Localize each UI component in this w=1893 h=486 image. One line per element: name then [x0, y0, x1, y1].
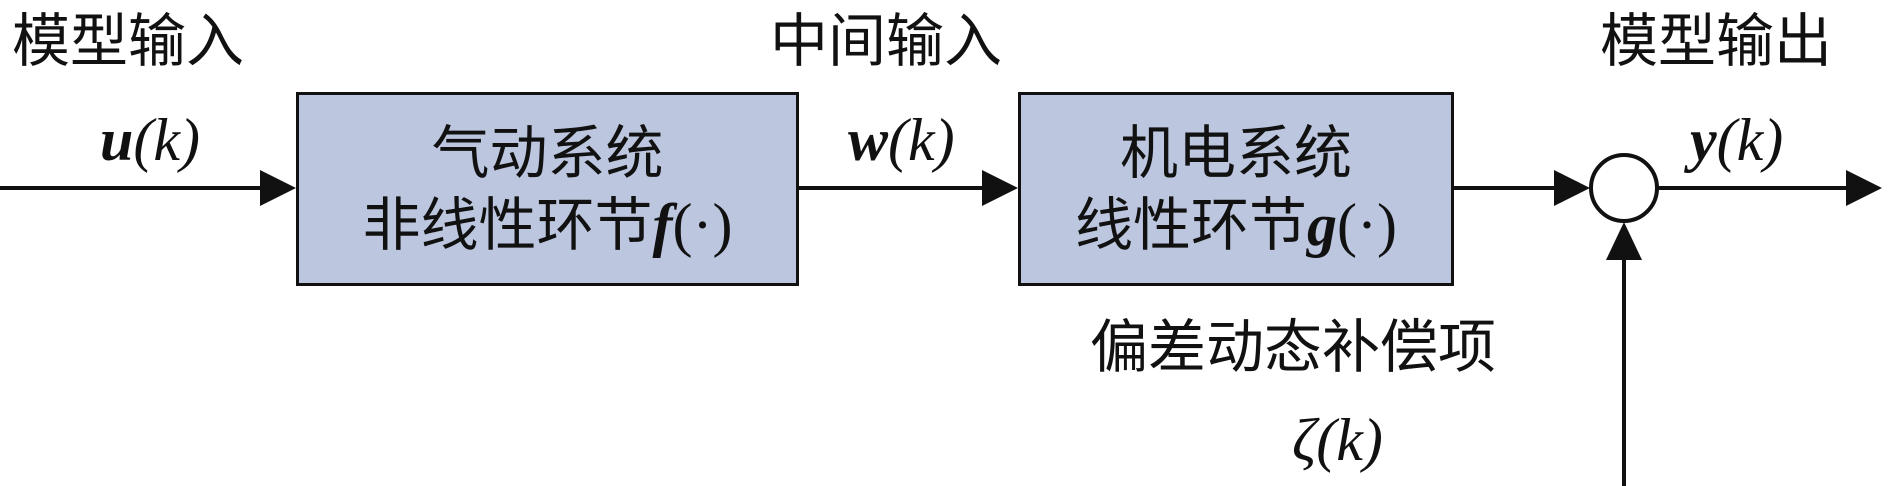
- output-signal-label: y(k): [1690, 107, 1784, 173]
- electromech-block-subtitle: 线性环节g(·): [1075, 191, 1397, 259]
- input-signal-label: u(k): [100, 107, 200, 173]
- intermediate-arrowhead: [982, 170, 1018, 206]
- output-arrowhead: [1846, 170, 1882, 206]
- model-output-label: 模型输出: [1600, 7, 1833, 75]
- compensation-signal-label: ζ(k): [1292, 407, 1383, 473]
- model-input-label: 模型输入: [12, 7, 245, 75]
- pneumatic-block-subtitle: 非线性环节f(·): [362, 191, 733, 259]
- summing-junction: [1589, 153, 1659, 223]
- electromech-linear-block: 机电系统 线性环节g(·): [1018, 92, 1454, 286]
- pneumatic-block-title: 气动系统: [431, 119, 664, 187]
- pneumatic-nonlinear-block: 气动系统 非线性环节f(·): [296, 92, 799, 286]
- bias-compensation-label: 偏差动态补偿项: [1090, 313, 1497, 381]
- compensation-arrowhead: [1606, 222, 1642, 260]
- intermediate-input-label: 中间输入: [770, 7, 1003, 75]
- junction-arrowhead: [1554, 170, 1590, 206]
- input-arrowhead: [260, 170, 296, 206]
- electromech-block-title: 机电系统: [1119, 119, 1352, 187]
- intermediate-signal-label: w(k): [848, 107, 955, 173]
